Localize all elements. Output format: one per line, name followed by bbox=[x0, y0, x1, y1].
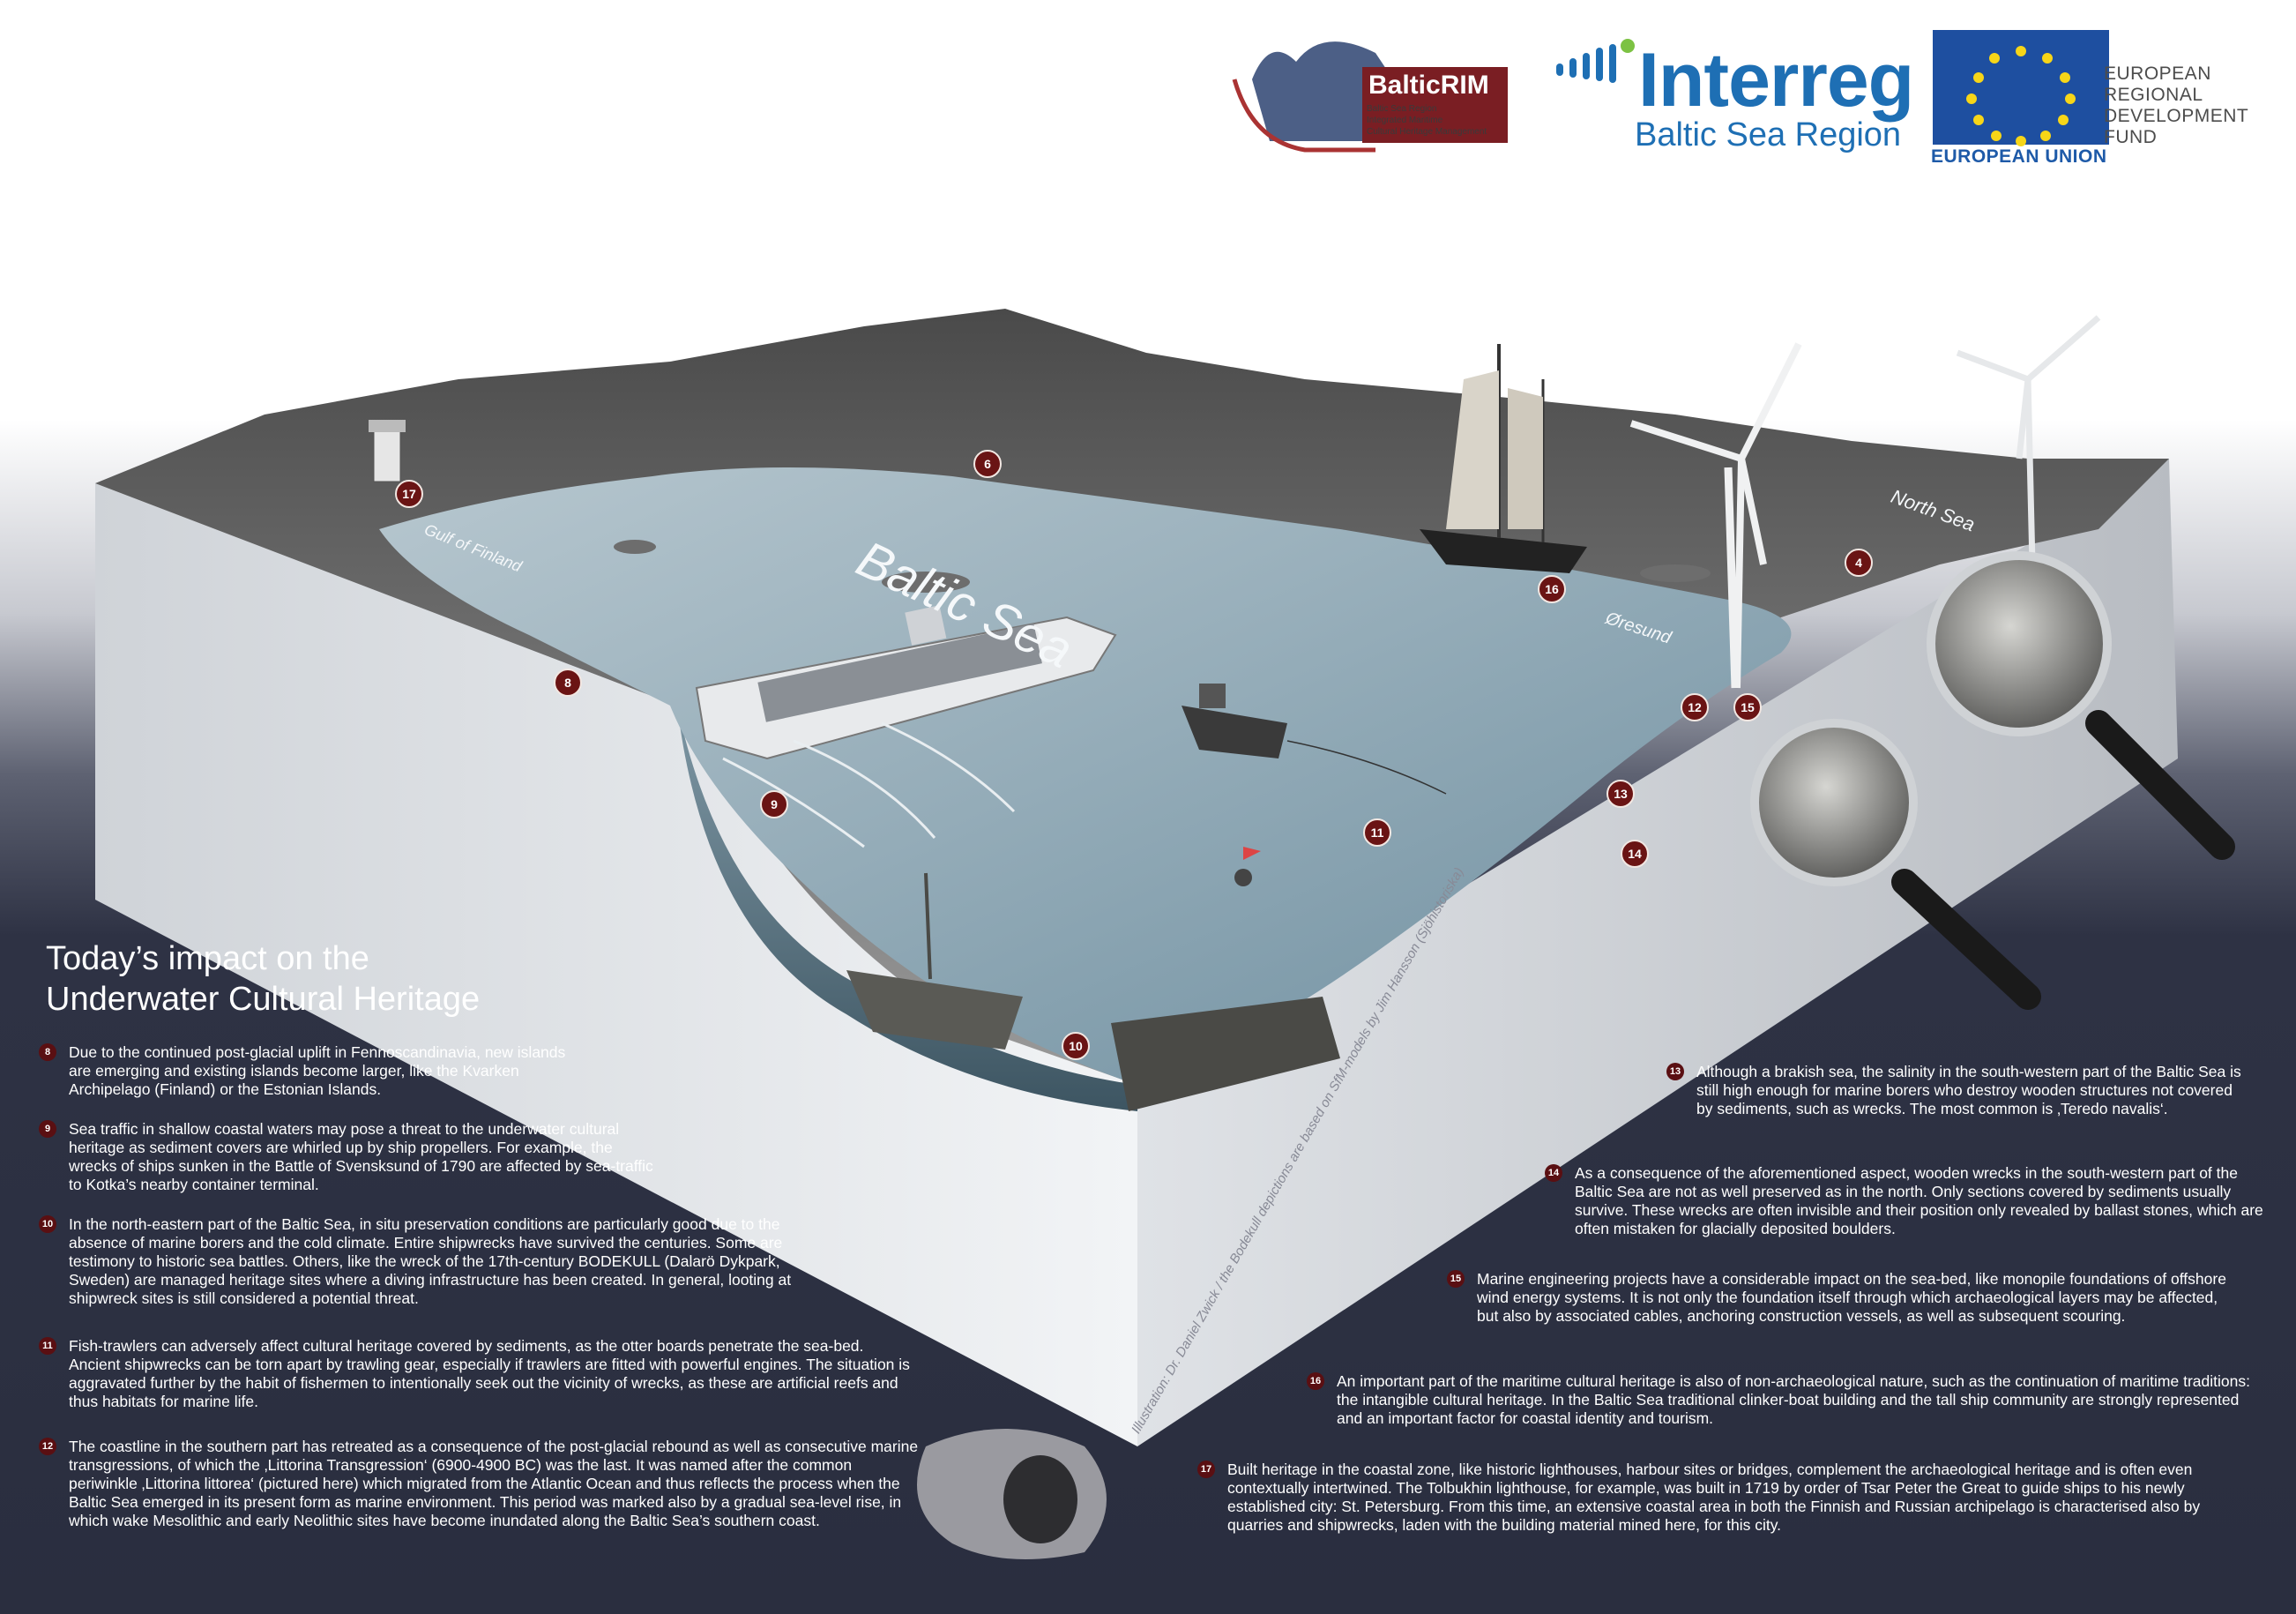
island bbox=[614, 540, 656, 554]
note-number: 13 bbox=[1666, 1063, 1684, 1080]
magnifier-wreck-timber bbox=[1750, 719, 2041, 1010]
note-12: 12 The coastline in the southern part ha… bbox=[39, 1438, 924, 1530]
interreg-subtitle: Baltic Sea Region bbox=[1635, 116, 1902, 153]
tall-ship bbox=[1420, 344, 1587, 573]
note-17: 17 Built heritage in the coastal zone, l… bbox=[1197, 1461, 2259, 1535]
note-number: 8 bbox=[39, 1043, 56, 1061]
marker-8: 8 bbox=[554, 669, 582, 697]
marker-6: 6 bbox=[973, 450, 1002, 478]
eu-flag bbox=[1933, 30, 2109, 146]
lighthouse bbox=[369, 420, 406, 482]
container-ship bbox=[695, 605, 1117, 848]
balticrim-subtitle: Integrated Maritime bbox=[1367, 116, 1443, 125]
magnifier-teredo bbox=[1927, 551, 2235, 860]
note-10: 10 In the north-eastern part of the Balt… bbox=[39, 1215, 836, 1308]
interreg-logo: Interreg bbox=[1638, 38, 1914, 123]
marker-4: 4 bbox=[1845, 549, 1873, 577]
page-title: Today’s impact on the Underwater Cultura… bbox=[46, 940, 481, 1018]
block-right-side bbox=[1137, 459, 2178, 1446]
periwinkle-shell bbox=[917, 1429, 1107, 1559]
marker-12: 12 bbox=[1681, 693, 1709, 721]
balticrim-subtitle: Cultural Heritage Management bbox=[1367, 127, 1487, 137]
marker-16: 16 bbox=[1538, 575, 1566, 603]
marker-17: 17 bbox=[395, 480, 423, 508]
wind-turbine bbox=[1956, 315, 2101, 565]
note-16: 16 An important part of the maritime cul… bbox=[1307, 1372, 2254, 1428]
island bbox=[882, 572, 970, 593]
erdf-label: EUROPEAN REGIONAL DEVELOPMENT FUND bbox=[2104, 64, 2249, 147]
note-15: 15 Marine engineering projects have a co… bbox=[1447, 1270, 2235, 1326]
note-number: 12 bbox=[39, 1438, 56, 1455]
note-number: 17 bbox=[1197, 1461, 1215, 1478]
marker-11: 11 bbox=[1363, 818, 1391, 847]
eu-label: EUROPEAN UNION bbox=[1931, 146, 2107, 167]
marker-13: 13 bbox=[1606, 780, 1635, 808]
note-number: 14 bbox=[1545, 1164, 1562, 1182]
shipwreck bbox=[1111, 997, 1340, 1111]
note-number: 10 bbox=[39, 1215, 56, 1233]
note-14: 14 As a consequence of the aforementione… bbox=[1545, 1164, 2271, 1238]
shipwreck bbox=[846, 872, 1023, 1050]
note-number: 15 bbox=[1447, 1270, 1465, 1288]
interreg-wave-icon bbox=[1556, 39, 1635, 83]
block-left-side bbox=[95, 483, 1137, 1446]
fishing-trawler bbox=[1182, 684, 1447, 795]
sea-surface bbox=[379, 467, 1792, 1085]
marker-14: 14 bbox=[1621, 840, 1649, 868]
note-number: 16 bbox=[1307, 1372, 1324, 1390]
wind-turbine bbox=[1724, 467, 1740, 689]
note-11: 11 Fish-trawlers can adversely affect cu… bbox=[39, 1337, 915, 1411]
marker-15: 15 bbox=[1733, 693, 1762, 721]
marker-10: 10 bbox=[1062, 1032, 1090, 1060]
note-9: 9 Sea traffic in shallow coastal waters … bbox=[39, 1120, 660, 1194]
balticrim-subtitle: Baltic Sea Region bbox=[1367, 104, 1437, 114]
island bbox=[1640, 564, 1711, 582]
note-8: 8 Due to the continued post-glacial upli… bbox=[39, 1043, 580, 1099]
marker-9: 9 bbox=[760, 790, 788, 818]
balticrim-emblem bbox=[1232, 41, 1508, 153]
note-number: 11 bbox=[39, 1337, 56, 1355]
dive-buoy bbox=[1234, 847, 1261, 886]
note-number: 9 bbox=[39, 1120, 56, 1138]
note-13: 13 Although a brakish sea, the salinity … bbox=[1666, 1063, 2243, 1118]
balticrim-logo: BalticRIM bbox=[1368, 71, 1489, 100]
